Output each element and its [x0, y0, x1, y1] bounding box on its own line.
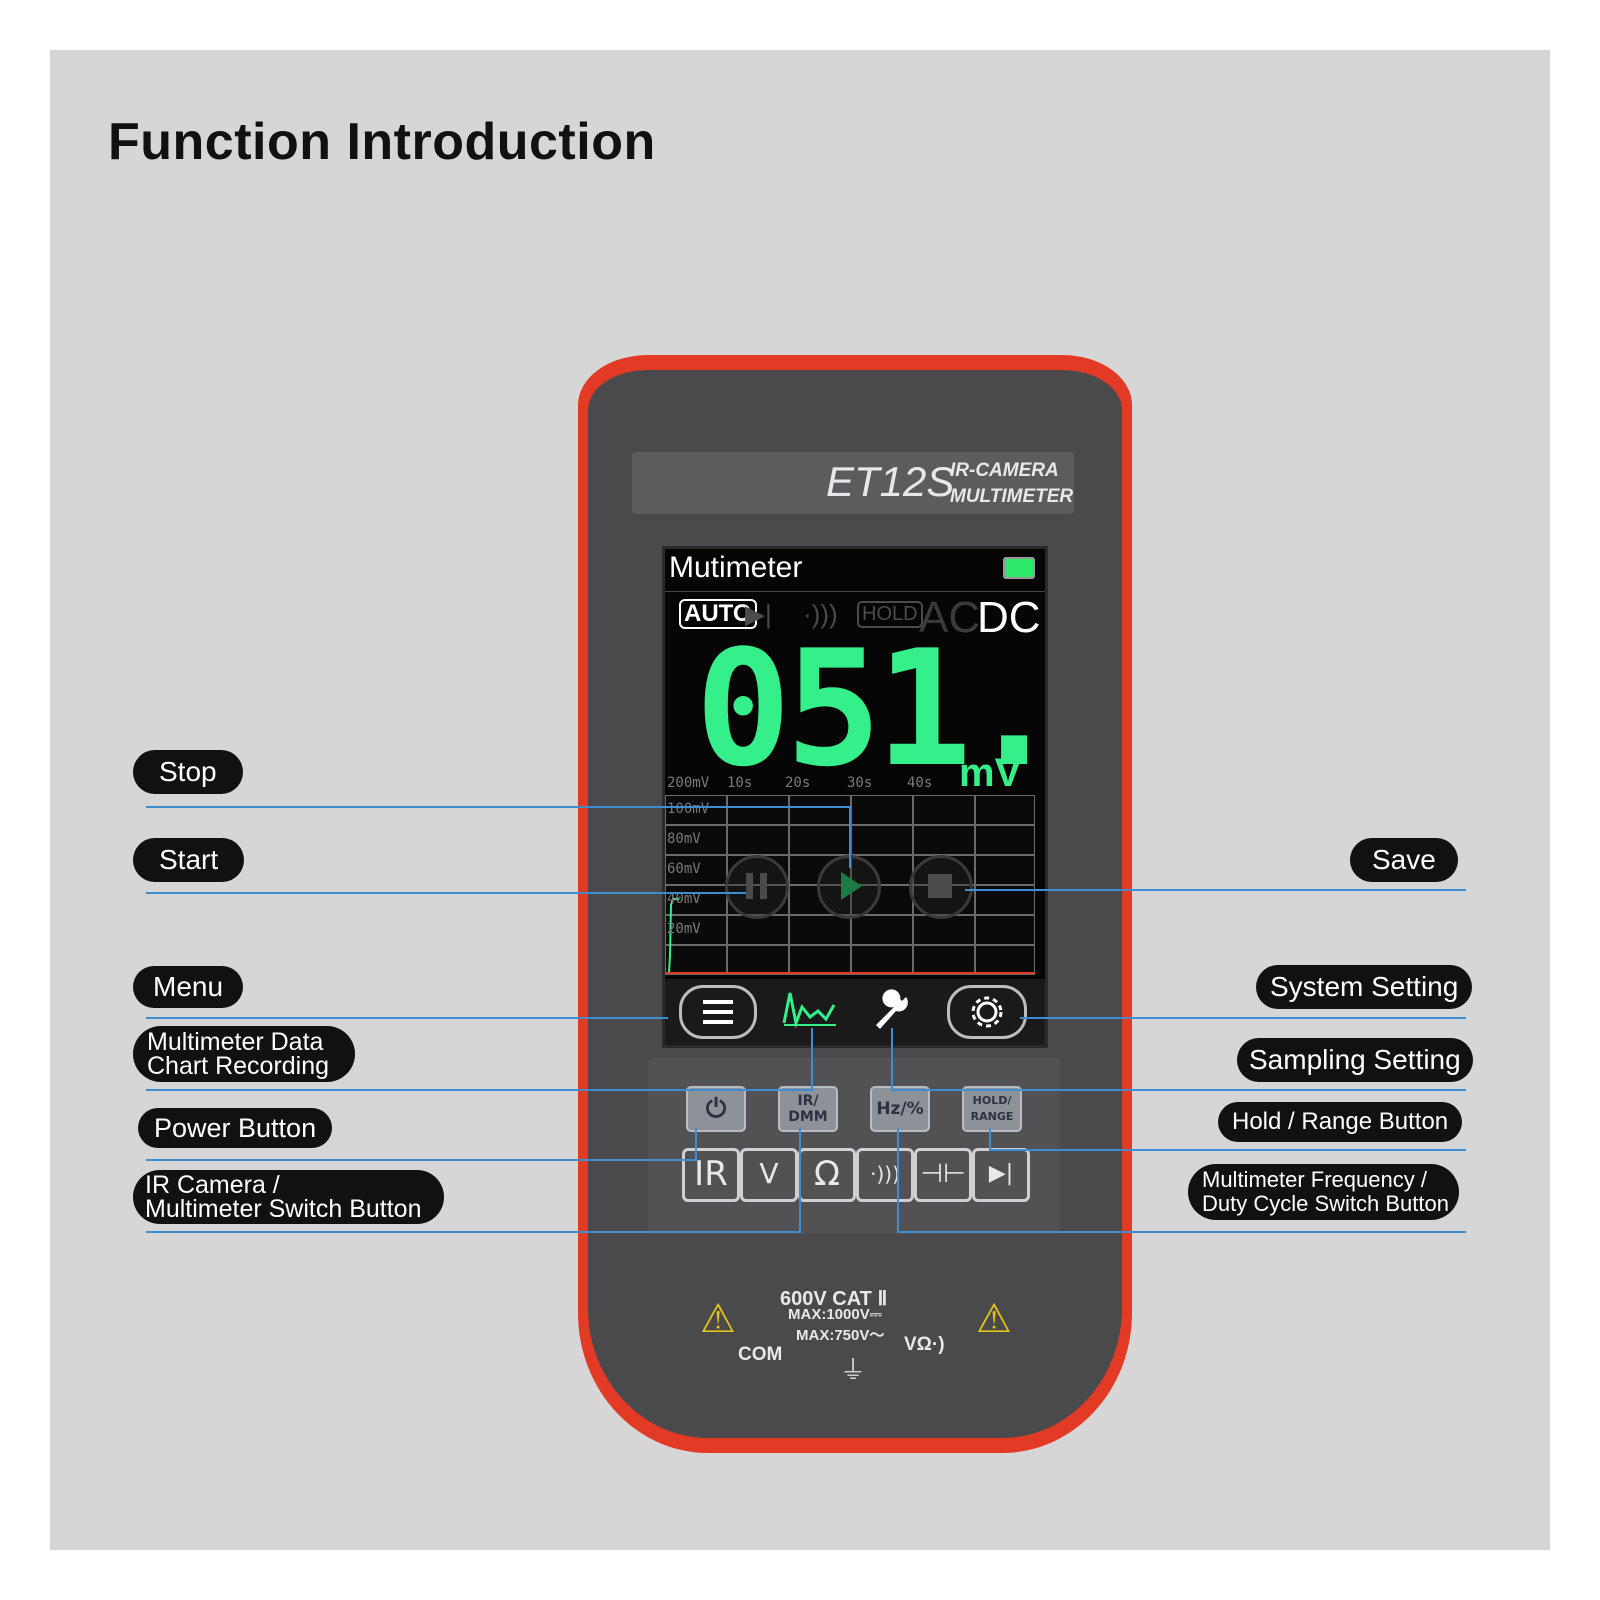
mode-continuity[interactable]: ·))): [856, 1148, 914, 1202]
mode-diode[interactable]: ▶|: [972, 1148, 1030, 1202]
callout-hold-range: Hold / Range Button: [1218, 1102, 1463, 1142]
ground-icon: ⏚: [840, 1355, 867, 1385]
callout-save: Save: [1350, 838, 1458, 882]
screen-divider: [665, 591, 1045, 592]
system-setting-tab[interactable]: [947, 985, 1027, 1039]
callout-ir-line-1: IR Camera /: [145, 1171, 280, 1199]
screen-tabbar: [665, 979, 1045, 1045]
max-ac-rating: MAX:750V～: [796, 1327, 885, 1344]
y-label: 20mV: [667, 921, 701, 937]
mode-ir[interactable]: IR: [682, 1148, 740, 1202]
save-icon: [928, 874, 952, 898]
play-icon: [841, 872, 862, 900]
callout-chart-line-2: Chart Recording: [147, 1052, 330, 1080]
callout-menu: Menu: [133, 966, 244, 1008]
chart-top-label: 200mV: [667, 775, 710, 791]
menu-tab[interactable]: [679, 985, 757, 1039]
ac-indicator: AC: [919, 593, 981, 642]
warning-icon: ⚠: [700, 1297, 736, 1341]
start-button[interactable]: [817, 855, 881, 919]
mode-resistance[interactable]: Ω: [798, 1148, 856, 1202]
wrench-icon: [876, 989, 908, 1029]
time-label: 30s: [847, 775, 873, 791]
save-button[interactable]: [909, 855, 973, 919]
com-jack-label: COM: [738, 1344, 783, 1365]
hz-duty-button[interactable]: Hz/%: [870, 1086, 930, 1132]
main-reading: 051.2: [695, 615, 1048, 802]
callout-chart-recording: Multimeter Data Chart Recording: [133, 1026, 356, 1082]
hold-indicator: HOLD: [857, 601, 923, 628]
chart-recording-tab[interactable]: [775, 985, 845, 1033]
mode-voltage[interactable]: V: [740, 1148, 798, 1202]
max-dc-rating: MAX:1000V⎓: [788, 1306, 882, 1323]
callout-start: Start: [133, 838, 245, 882]
callout-ir-switch: IR Camera / Multimeter Switch Button: [133, 1170, 444, 1224]
y-label: 60mV: [667, 861, 701, 877]
keypad-area: [648, 1058, 1060, 1234]
diode-indicator-icon: ▶|: [745, 599, 772, 629]
mode-capacitance[interactable]: ⊣⊢: [914, 1148, 972, 1202]
input-jack-label: VΩ·): [904, 1334, 945, 1355]
y-label: 100mV: [667, 801, 710, 817]
callout-power: Power Button: [138, 1108, 333, 1148]
high-voltage-warning-icon: ⚠: [976, 1297, 1012, 1341]
callout-frequency-line-2: Duty Cycle Switch Button: [1202, 1191, 1449, 1216]
callout-frequency-line-1: Multimeter Frequency /: [1202, 1167, 1427, 1192]
reading-unit: mV: [959, 751, 1022, 795]
continuity-indicator-icon: ·))): [803, 599, 838, 629]
callout-chart-line-1: Multimeter Data: [147, 1028, 324, 1056]
device-screen: Mutimeter AUTO ▶| ·))) HOLD AC DC 051.2 …: [662, 546, 1048, 1048]
hold-range-button[interactable]: HOLD/ RANGE: [962, 1086, 1022, 1132]
page-title: Function Introduction: [108, 113, 656, 171]
callout-ir-line-2: Multimeter Switch Button: [145, 1195, 422, 1223]
ir-dmm-button[interactable]: IR/ DMM: [778, 1086, 838, 1132]
time-label: 20s: [785, 775, 811, 791]
menu-icon: [703, 1000, 733, 1024]
stop-button[interactable]: [725, 855, 789, 919]
y-label: 80mV: [667, 831, 701, 847]
model-name: ET12S: [826, 458, 955, 505]
chart-icon: [782, 992, 836, 1029]
callout-system-setting: System Setting: [1256, 965, 1473, 1009]
cat-rating: 600V CAT Ⅱ: [780, 1288, 888, 1310]
auto-badge: AUTO: [679, 599, 757, 629]
model-namebar: [632, 452, 1074, 514]
callout-frequency: Multimeter Frequency / Duty Cycle Switch…: [1188, 1164, 1459, 1220]
power-button[interactable]: ⏻: [686, 1086, 746, 1132]
screen-title: Mutimeter: [669, 551, 803, 584]
model-tagline-1: IR-CAMERA: [950, 460, 1059, 481]
dc-indicator: DC: [977, 593, 1041, 642]
sampling-setting-tab[interactable]: [861, 985, 921, 1033]
callout-stop: Stop: [133, 750, 243, 794]
gear-icon: [971, 996, 1003, 1028]
callout-sampling-setting: Sampling Setting: [1237, 1038, 1473, 1082]
pause-icon: [746, 873, 767, 899]
battery-icon: [1003, 557, 1035, 579]
y-label: 40mV: [667, 891, 701, 907]
model-tagline-2: MULTIMETER: [950, 486, 1074, 507]
time-label: 40s: [907, 775, 933, 791]
time-label: 10s: [727, 775, 753, 791]
